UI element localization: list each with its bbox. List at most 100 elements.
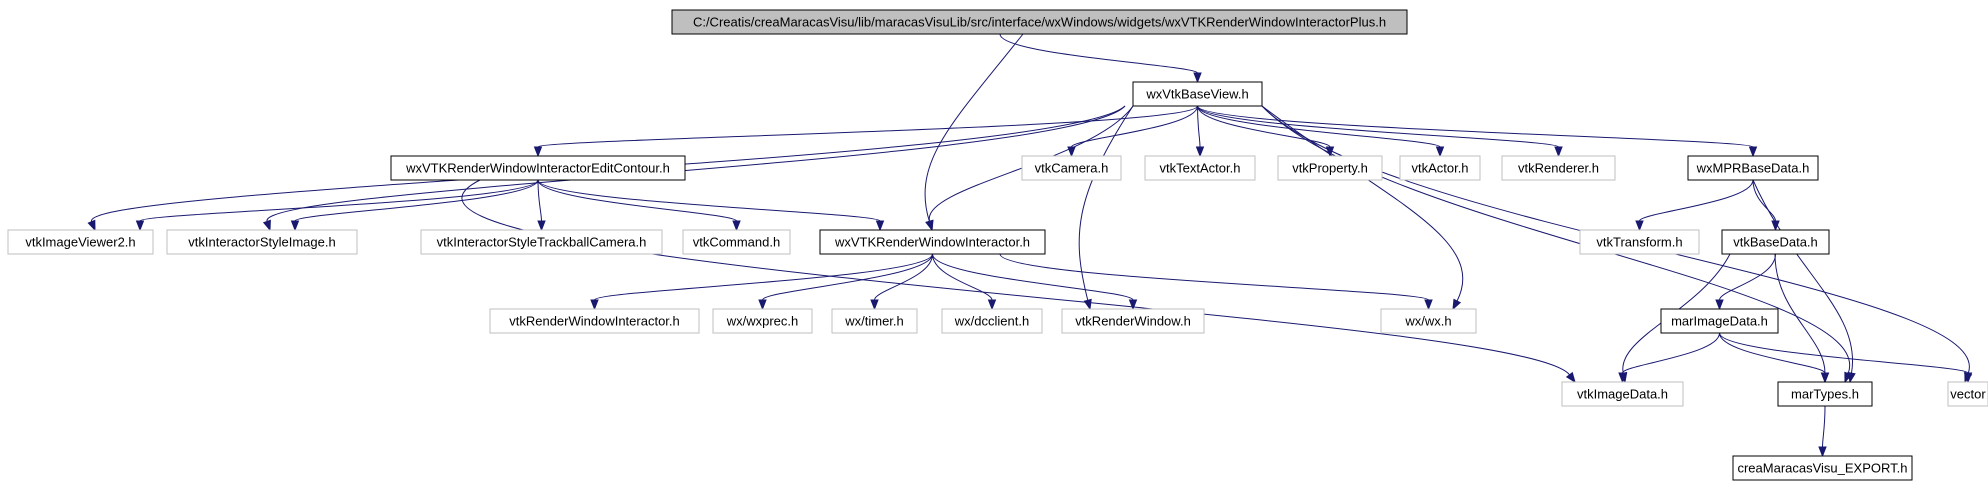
arrowhead-wxVtkBaseView-to-editContour — [533, 146, 543, 158]
node-vtkProperty-box — [1277, 155, 1383, 181]
arrowhead-vtkBaseData-to-marImageData — [1715, 299, 1724, 311]
edge-editContour-to-vtkCommand — [537, 179, 737, 222]
node-vtkBaseData-box — [1721, 229, 1830, 255]
edge-wxMPRBaseData-to-vtkBaseData — [1752, 179, 1776, 222]
node-wxdcclient: wx/dcclient.h — [941, 308, 1043, 334]
node-marTypes[interactable]: marTypes.h — [1777, 381, 1873, 407]
edge-marImageData-to-vtkImageData — [1622, 332, 1720, 374]
node-vtkCamera-label: vtkCamera.h — [1035, 161, 1109, 176]
arrowhead-wxVTKRWI-to-wxdcclient — [987, 299, 997, 311]
node-vtkRenderWindow: vtkRenderWindow.h — [1061, 308, 1205, 334]
node-vtkTransform-box — [1579, 229, 1700, 255]
node-vtkImageViewer2: vtkImageViewer2.h — [7, 229, 154, 255]
edge-wxVtkBaseView-to-vtkTextActor — [1197, 105, 1201, 148]
node-vtkActor-box — [1399, 155, 1481, 181]
node-vtkRenderer: vtkRenderer.h — [1501, 155, 1616, 181]
arrowhead-wxMPRBaseData-to-vtkTransform — [1635, 220, 1644, 232]
node-wxMPRBaseData-label: wxMPRBaseData.h — [1696, 161, 1810, 176]
edge-wxVTKRWI-to-wxdcclient — [932, 253, 993, 301]
node-vtkTextActor: vtkTextActor.h — [1144, 155, 1256, 181]
node-wxwxprec-label: wx/wxprec.h — [726, 314, 799, 329]
arrowhead-marImageData-to-vector — [1963, 372, 1973, 384]
node-vtkImageViewer2-label: vtkImageViewer2.h — [25, 235, 135, 250]
arrowhead-editContour-to-vtkImageData — [1565, 371, 1576, 384]
edge-wxVTKRWI-to-vtkRenderWindow — [932, 253, 1134, 301]
node-vtkImageData-label: vtkImageData.h — [1577, 387, 1668, 402]
arrowhead-root-to-wxVtkBaseView — [1193, 72, 1202, 84]
node-wxdcclient-box — [941, 308, 1043, 334]
node-vtkInteractorStyleImage-label: vtkInteractorStyleImage.h — [188, 235, 335, 250]
dependency-edges — [87, 33, 1973, 458]
node-wxVtkBaseView[interactable]: wxVtkBaseView.h — [1132, 81, 1263, 107]
node-wxtimer: wx/timer.h — [831, 308, 918, 334]
edge-editContour-to-vtkInteractorStyleImage — [294, 179, 539, 222]
node-marImageData-label: marImageData.h — [1671, 314, 1768, 329]
node-marImageData-box — [1660, 308, 1779, 334]
edge-marImageData-to-vector — [1719, 332, 1969, 374]
edge-wxVtkBaseView-to-editContour — [537, 105, 1198, 148]
node-vtkBaseData[interactable]: vtkBaseData.h — [1721, 229, 1830, 255]
arrowhead-editContour-to-vtkInteractorStyleImage — [290, 220, 300, 232]
node-vtkTextActor-box — [1144, 155, 1256, 181]
arrowhead-wxVtkBaseView-to-vtkRenderer — [1554, 146, 1563, 158]
node-vtkCamera: vtkCamera.h — [1021, 155, 1122, 181]
edge-editContour-to-vtkInteractorStyleTrackballCamera — [537, 179, 542, 222]
node-wxwx: wx/wx.h — [1380, 308, 1477, 334]
edge-vtkBaseData-to-marTypes — [1774, 253, 1826, 374]
arrowhead-editContour-to-wxVTKRWI — [875, 220, 885, 232]
edge-wxVtkBaseView-to-vtkRenderWindow — [1078, 105, 1134, 301]
node-editContour[interactable]: wxVTKRenderWindowInteractorEditContour.h — [390, 155, 686, 181]
node-wxMPRBaseData[interactable]: wxMPRBaseData.h — [1687, 155, 1819, 181]
node-marImageData[interactable]: marImageData.h — [1660, 308, 1779, 334]
node-vtkTransform: vtkTransform.h — [1579, 229, 1700, 255]
node-vtkImageViewer2-box — [7, 229, 154, 255]
node-vtkTransform-label: vtkTransform.h — [1596, 235, 1682, 250]
edge-root-to-wxVtkBaseView — [999, 33, 1198, 74]
arrowhead-wxVTKRWI-to-wxwx — [1424, 299, 1433, 311]
arrowhead-wxVtkBaseView-to-vtkRenderWindow — [1083, 298, 1092, 311]
edge-editContour-to-vtkImageData — [461, 179, 1570, 376]
arrowhead-wxVtkBaseView-to-vtkImageViewer2 — [87, 219, 96, 232]
edge-marTypes-to-export — [1822, 405, 1826, 448]
node-wxVTKRWI-label: wxVTKRenderWindowInteractor.h — [834, 235, 1030, 250]
node-editContour-box — [390, 155, 686, 181]
edge-editContour-to-wxVTKRWI — [537, 179, 881, 222]
edge-wxVtkBaseView-to-wxMPRBaseData — [1197, 105, 1754, 148]
node-wxwxprec: wx/wxprec.h — [712, 308, 813, 334]
edge-wxVTKRWI-to-wxwxprec — [762, 253, 933, 301]
arrowhead-wxVtkBaseView-to-wxVTKRWI — [925, 219, 934, 232]
node-wxVtkBaseView-box — [1132, 81, 1263, 107]
arrowhead-editContour-to-vtkInteractorStyleTrackballCamera — [537, 220, 546, 232]
node-root[interactable]: C:/Creatis/creaMaracasVisu/lib/maracasVi… — [671, 9, 1408, 35]
arrowhead-wxVtkBaseView-to-vtkTextActor — [1195, 146, 1205, 158]
node-wxwx-box — [1380, 308, 1477, 334]
node-vtkImageData-box — [1561, 381, 1684, 407]
node-vtkCommand-box — [682, 229, 791, 255]
node-vtkBaseData-label: vtkBaseData.h — [1733, 235, 1818, 250]
edge-wxVtkBaseView-to-vtkRenderer — [1197, 105, 1559, 148]
arrowhead-editContour-to-vtkCommand — [732, 220, 741, 232]
edge-wxMPRBaseData-to-marTypes — [1752, 179, 1854, 374]
node-wxVtkBaseView-label: wxVtkBaseView.h — [1145, 87, 1248, 102]
arrowhead-marImageData-to-vtkImageData — [1618, 372, 1627, 384]
node-export[interactable]: creaMaracasVisu_EXPORT.h — [1732, 455, 1913, 481]
node-editContour-label: wxVTKRenderWindowInteractorEditContour.h — [405, 161, 670, 176]
node-wxwxprec-box — [712, 308, 813, 334]
node-marTypes-label: marTypes.h — [1791, 387, 1859, 402]
node-export-box — [1732, 455, 1913, 481]
node-root-box — [671, 9, 1408, 35]
node-vtkRWI-label: vtkRenderWindowInteractor.h — [509, 314, 680, 329]
node-wxVTKRWI[interactable]: wxVTKRenderWindowInteractor.h — [819, 229, 1046, 255]
edge-wxVTKRWI-to-wxwx — [999, 253, 1429, 301]
arrowhead-wxVTKRWI-to-vtkRenderWindow — [1128, 299, 1138, 311]
node-vtkInteractorStyleTrackballCamera-box — [420, 229, 663, 255]
arrowhead-wxVtkBaseView-to-vtkActor — [1435, 146, 1445, 158]
arrowhead-wxVTKRWI-to-wxtimer — [870, 299, 879, 311]
node-vtkRWI-box — [489, 308, 700, 334]
node-vtkRWI: vtkRenderWindowInteractor.h — [489, 308, 700, 334]
node-vtkCommand: vtkCommand.h — [682, 229, 791, 255]
node-vector: vector — [1947, 381, 1988, 407]
arrowhead-wxVtkBaseView-to-vtkInteractorStyleImage — [262, 219, 271, 232]
edge-wxMPRBaseData-to-vtkTransform — [1639, 179, 1754, 222]
